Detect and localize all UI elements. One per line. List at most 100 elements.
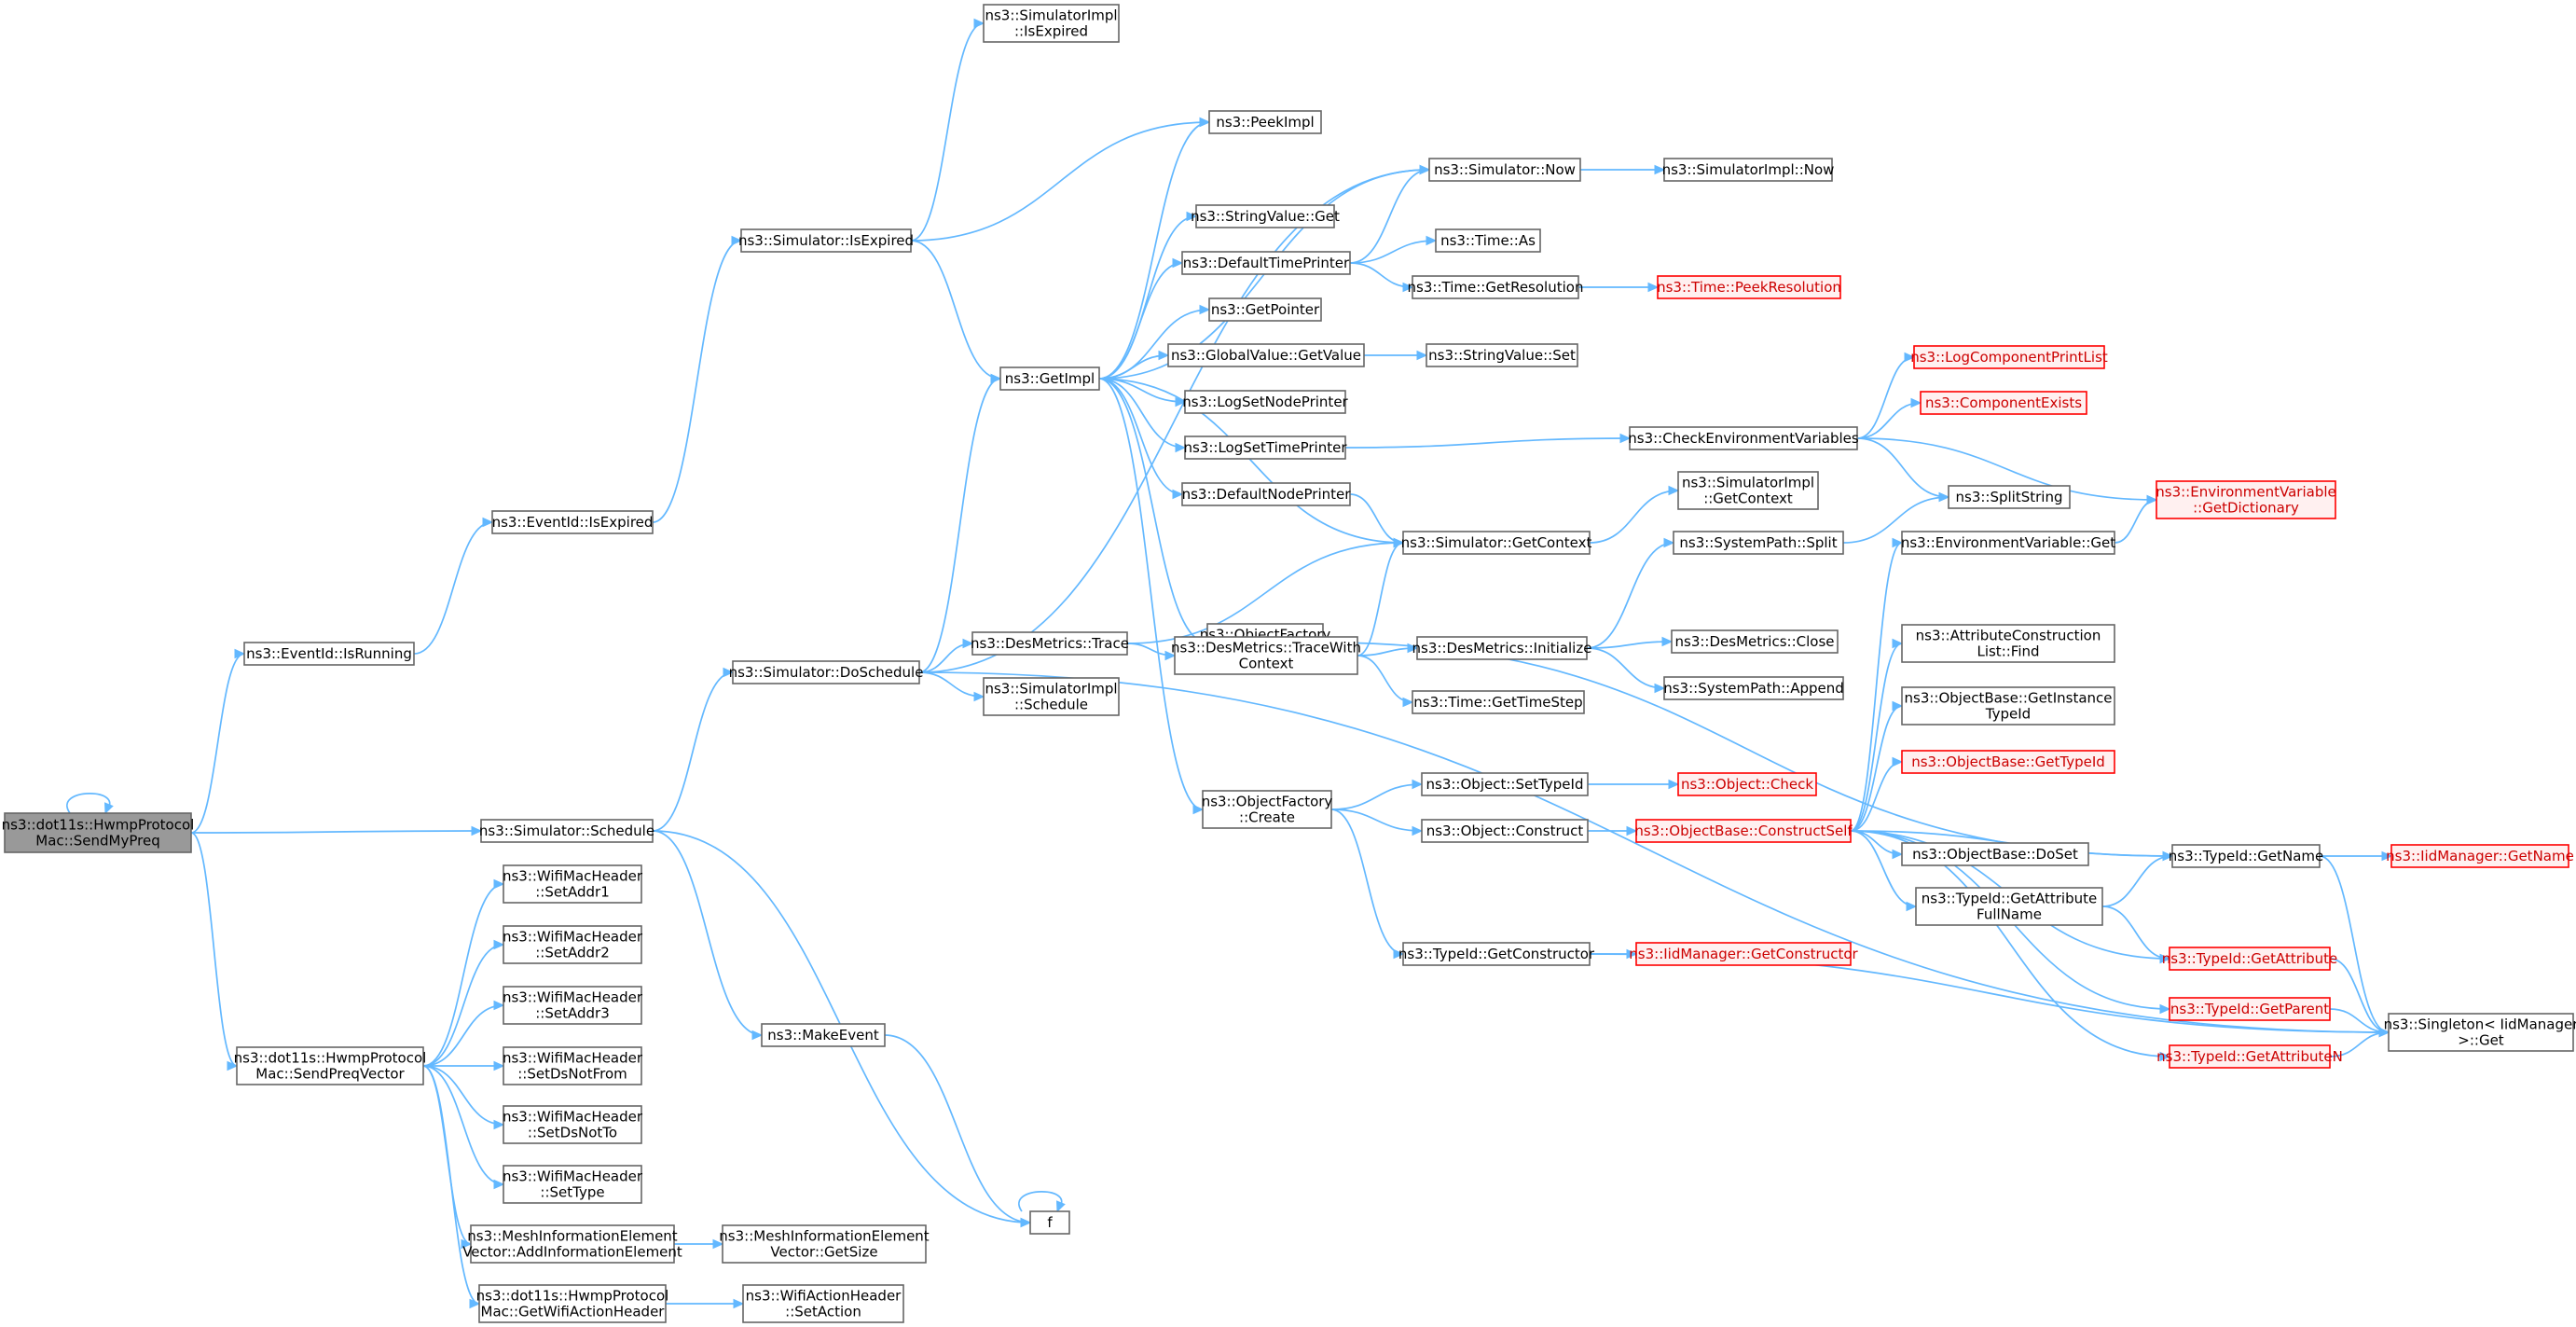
node-sysPathAppend[interactable]: ns3::SystemPath::Append bbox=[1663, 676, 1844, 700]
node-box[interactable] bbox=[491, 510, 654, 534]
node-box[interactable] bbox=[1657, 275, 1841, 299]
node-box[interactable] bbox=[983, 4, 1120, 43]
node-simImplSchedule[interactable]: ns3::SimulatorImpl::Schedule bbox=[983, 677, 1120, 716]
node-eventIsRunning[interactable]: ns3::EventId::IsRunning bbox=[243, 642, 415, 666]
node-box[interactable] bbox=[2169, 997, 2331, 1021]
node-box[interactable] bbox=[1195, 204, 1335, 228]
node-box[interactable] bbox=[2388, 1013, 2574, 1052]
node-box[interactable] bbox=[1421, 819, 1589, 843]
node-box[interactable] bbox=[1673, 531, 1844, 555]
node-box[interactable] bbox=[1913, 345, 2105, 369]
node-envGetDict[interactable]: ns3::EnvironmentVariable::GetDictionary bbox=[2156, 480, 2336, 519]
node-meshGetSize[interactable]: ns3::MeshInformationElementVector::GetSi… bbox=[719, 1224, 930, 1264]
node-box[interactable] bbox=[1421, 772, 1589, 796]
node-typeIdGetAttrN[interactable]: ns3::TypeId::GetAttributeN bbox=[2156, 1044, 2343, 1069]
node-box[interactable] bbox=[243, 642, 415, 666]
node-f[interactable]: f bbox=[1029, 1210, 1070, 1235]
node-setAddr3[interactable]: ns3::WifiMacHeader::SetAddr3 bbox=[503, 986, 643, 1025]
node-box[interactable] bbox=[503, 1046, 642, 1085]
node-box[interactable] bbox=[1412, 275, 1579, 299]
node-box[interactable] bbox=[722, 1224, 927, 1264]
node-objBaseGetTypeId[interactable]: ns3::ObjectBase::GetTypeId bbox=[1901, 750, 2115, 774]
node-box[interactable] bbox=[1428, 158, 1581, 182]
node-desTrace[interactable]: ns3::DesMetrics::Trace bbox=[971, 631, 1129, 656]
node-box[interactable] bbox=[1948, 485, 2071, 509]
node-objCheck[interactable]: ns3::Object::Check bbox=[1677, 772, 1817, 796]
node-box[interactable] bbox=[971, 631, 1128, 656]
node-box[interactable] bbox=[236, 1046, 424, 1085]
node-stringValueSet[interactable]: ns3::StringValue::Set bbox=[1426, 343, 1578, 367]
node-box[interactable] bbox=[1920, 391, 2087, 415]
node-box[interactable] bbox=[1915, 887, 2103, 926]
node-box[interactable] bbox=[480, 819, 654, 843]
node-sysPathSplit[interactable]: ns3::SystemPath::Split bbox=[1673, 531, 1844, 555]
node-box[interactable] bbox=[1435, 228, 1541, 253]
node-checkEnv[interactable]: ns3::CheckEnvironmentVariables bbox=[1628, 426, 1859, 450]
node-box[interactable] bbox=[1901, 624, 2115, 663]
node-box[interactable] bbox=[503, 864, 642, 904]
node-simSchedule[interactable]: ns3::Simulator::Schedule bbox=[479, 819, 654, 843]
node-box[interactable] bbox=[732, 660, 920, 684]
node-box[interactable] bbox=[503, 1105, 642, 1144]
node-typeIdGetParent[interactable]: ns3::TypeId::GetParent bbox=[2169, 997, 2331, 1021]
node-typeIdGetName[interactable]: ns3::TypeId::GetName bbox=[2169, 844, 2323, 868]
node-box[interactable] bbox=[1184, 435, 1346, 460]
node-timeGetTimeStep[interactable]: ns3::Time::GetTimeStep bbox=[1412, 690, 1585, 714]
node-box[interactable] bbox=[2390, 844, 2569, 868]
node-box[interactable] bbox=[1202, 790, 1332, 829]
node-box[interactable] bbox=[983, 677, 1120, 716]
node-box[interactable] bbox=[1901, 750, 2115, 774]
node-setDsNotFrom[interactable]: ns3::WifiMacHeader::SetDsNotFrom bbox=[503, 1046, 643, 1085]
node-getWifiAction[interactable]: ns3::dot11s::HwmpProtocolMac::GetWifiAct… bbox=[476, 1284, 669, 1323]
node-logSetNodePrinter[interactable]: ns3::LogSetNodePrinter bbox=[1182, 390, 1349, 414]
node-simDoSchedule[interactable]: ns3::Simulator::DoSchedule bbox=[729, 660, 924, 684]
node-setAddr1[interactable]: ns3::WifiMacHeader::SetAddr1 bbox=[503, 864, 643, 904]
node-globalGetValue[interactable]: ns3::GlobalValue::GetValue bbox=[1167, 343, 1365, 367]
node-box[interactable] bbox=[1663, 676, 1844, 700]
node-makeEvent[interactable]: ns3::MakeEvent bbox=[761, 1023, 886, 1047]
node-setDsNotTo[interactable]: ns3::WifiMacHeader::SetDsNotTo bbox=[503, 1105, 643, 1144]
node-box[interactable] bbox=[4, 812, 192, 853]
node-compExists[interactable]: ns3::ComponentExists bbox=[1920, 391, 2087, 415]
node-getImpl[interactable]: ns3::GetImpl bbox=[999, 366, 1100, 391]
node-box[interactable] bbox=[2169, 947, 2331, 971]
node-simImplNow[interactable]: ns3::SimulatorImpl::Now bbox=[1662, 158, 1835, 182]
node-wifiSetAction[interactable]: ns3::WifiActionHeader::SetAction bbox=[742, 1284, 904, 1323]
node-singletonGet[interactable]: ns3::Singleton< IidManager >::Get bbox=[2384, 1013, 2576, 1052]
node-box[interactable] bbox=[1167, 343, 1365, 367]
node-desClose[interactable]: ns3::DesMetrics::Close bbox=[1671, 629, 1839, 654]
node-box[interactable] bbox=[1416, 636, 1588, 660]
node-box[interactable] bbox=[1635, 942, 1852, 966]
node-defaultTimePrinter[interactable]: ns3::DefaultTimePrinter bbox=[1181, 251, 1351, 275]
node-simImplGetContext[interactable]: ns3::SimulatorImpl::GetContext bbox=[1677, 471, 1819, 510]
node-box[interactable] bbox=[1184, 390, 1346, 414]
node-typeIdGetCtor[interactable]: ns3::TypeId::GetConstructor bbox=[1398, 942, 1595, 966]
node-box[interactable] bbox=[2171, 844, 2321, 868]
node-setType[interactable]: ns3::WifiMacHeader::SetType bbox=[503, 1165, 643, 1204]
node-setAddr2[interactable]: ns3::WifiMacHeader::SetAddr2 bbox=[503, 925, 643, 964]
node-box[interactable] bbox=[740, 228, 912, 253]
node-box[interactable] bbox=[1402, 531, 1591, 555]
node-objBaseDoSet[interactable]: ns3::ObjectBase::DoSet bbox=[1901, 842, 2089, 866]
node-timePeekRes[interactable]: ns3::Time::PeekResolution bbox=[1657, 275, 1841, 299]
node-timeGetRes[interactable]: ns3::Time::GetResolution bbox=[1408, 275, 1584, 299]
node-box[interactable] bbox=[1671, 629, 1839, 654]
node-simNow[interactable]: ns3::Simulator::Now bbox=[1428, 158, 1581, 182]
node-box[interactable] bbox=[1629, 426, 1858, 450]
node-iidGetName[interactable]: ns3::IidManager::GetName bbox=[2386, 844, 2574, 868]
node-logSetTimePrinter[interactable]: ns3::LogSetTimePrinter bbox=[1183, 435, 1347, 460]
node-getPointer[interactable]: ns3::GetPointer bbox=[1208, 297, 1322, 322]
node-box[interactable] bbox=[1181, 251, 1351, 275]
node-box[interactable] bbox=[999, 366, 1100, 391]
node-eventIsExpired[interactable]: ns3::EventId::IsExpired bbox=[491, 510, 654, 534]
node-sendPreqVector[interactable]: ns3::dot11s::HwmpProtocolMac::SendPreqVe… bbox=[234, 1046, 427, 1085]
node-box[interactable] bbox=[1901, 686, 2115, 726]
node-box[interactable] bbox=[2156, 480, 2336, 519]
node-box[interactable] bbox=[1402, 942, 1591, 966]
node-objBaseConstruct[interactable]: ns3::ObjectBase::ConstructSelf bbox=[1634, 819, 1853, 843]
node-box[interactable] bbox=[1208, 297, 1322, 322]
